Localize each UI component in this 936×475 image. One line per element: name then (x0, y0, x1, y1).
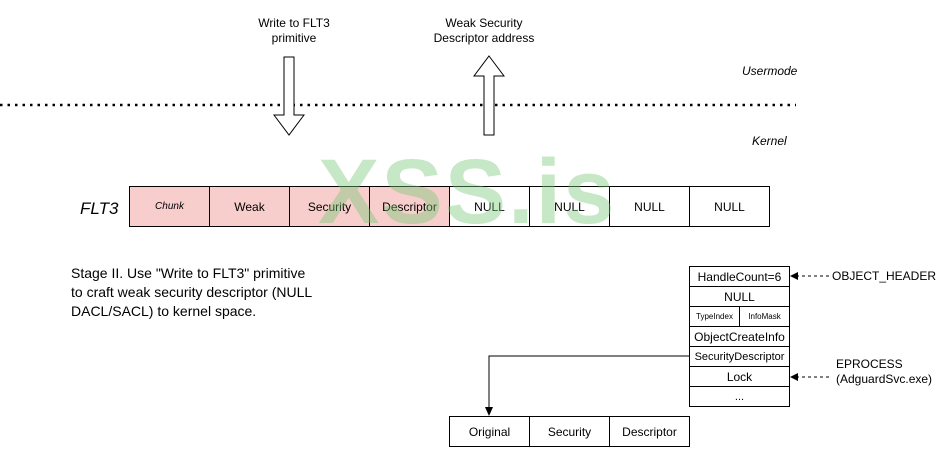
stage-line-1: Stage II. Use "Write to FLT3" primitive (71, 265, 306, 281)
write-primitive-line-2: primitive (271, 31, 317, 45)
write-primitive-label: Write to FLT3 primitive (234, 16, 354, 46)
object-cell-objectcreateinfo: ObjectCreateInfo (689, 326, 790, 347)
eprocess-label: EPROCESS (AdguardSvc.exe) (836, 357, 932, 387)
stage-line-2: to craft weak security descriptor (NULL (71, 284, 313, 300)
object-cell-ellipsis: ... (689, 386, 790, 407)
eprocess-arrowhead-icon (790, 373, 798, 381)
kernel-label: Kernel (752, 134, 787, 148)
stage-line-3: DACL/SACL) to kernel space. (71, 303, 257, 319)
original-cell-original: Original (449, 416, 530, 447)
flt3-cell-null-4: NULL (689, 186, 770, 227)
object-cell-infomask: InfoMask (739, 306, 790, 327)
flt3-cell-null-1: NULL (449, 186, 530, 227)
connector-arrowhead-icon (485, 407, 493, 416)
flt3-cell-null-2: NULL (529, 186, 610, 227)
flt3-cell-null-3: NULL (609, 186, 690, 227)
flt3-cell-weak: Weak (209, 186, 290, 227)
flt3-cell-descriptor: Descriptor (369, 186, 450, 227)
object-cell-lock: Lock (689, 366, 790, 387)
flt3-cell-chunk: Chunk (129, 186, 210, 227)
object-header-arrowhead-icon (790, 272, 798, 280)
stage-description: Stage II. Use "Write to FLT3" primitive … (71, 264, 312, 321)
usermode-label: Usermode (742, 64, 798, 78)
write-down-arrow-icon (273, 56, 305, 136)
original-cell-security: Security (529, 416, 610, 447)
object-header-label: OBJECT_HEADER (832, 269, 936, 283)
weak-address-line-2: Descriptor address (433, 31, 535, 45)
eprocess-line-1: EPROCESS (836, 357, 903, 371)
flt3-label: FLT3 (80, 199, 119, 218)
object-cell-null: NULL (689, 286, 790, 307)
write-primitive-line-1: Write to FLT3 (258, 16, 330, 30)
flt3-cell-security: Security (289, 186, 370, 227)
object-cell-securitydescriptor: SecurityDescriptor (689, 346, 790, 367)
object-cell-handlecount: HandleCount=6 (689, 266, 790, 287)
eprocess-line-2: (AdguardSvc.exe) (836, 372, 933, 386)
security-descriptor-connector (488, 355, 690, 409)
address-up-arrow-icon (473, 55, 505, 136)
weak-address-label: Weak Security Descriptor address (414, 16, 554, 46)
original-cell-descriptor: Descriptor (609, 416, 690, 447)
weak-address-line-1: Weak Security (445, 16, 523, 30)
object-cell-typeindex: TypeIndex (689, 306, 740, 327)
